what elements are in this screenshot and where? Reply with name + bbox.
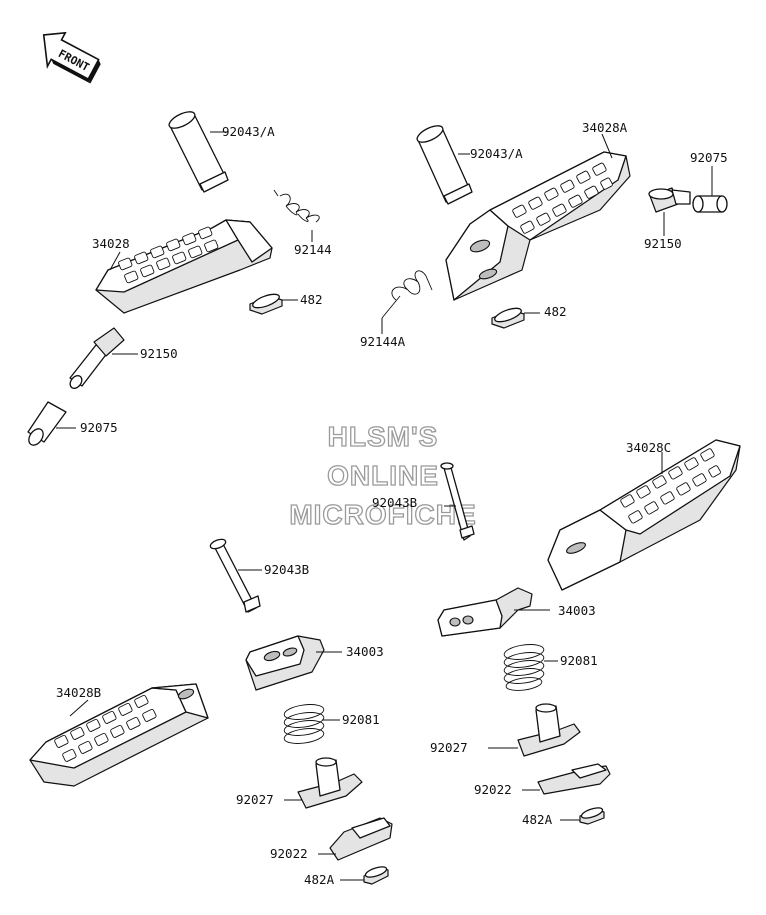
label-92027-right: 92027 xyxy=(430,740,468,755)
label-34028a: 34028A xyxy=(582,120,628,135)
label-34028b: 34028B xyxy=(56,685,101,700)
pin-92043a-right xyxy=(416,125,473,205)
label-92150-left: 92150 xyxy=(140,346,178,361)
label-92075-right: 92075 xyxy=(690,150,728,165)
label-482-left: 482 xyxy=(300,292,323,307)
grip-pattern-34028 xyxy=(118,226,219,284)
spring-92144 xyxy=(273,189,320,223)
grip-pattern-34028c xyxy=(620,448,721,524)
spring-92081-left xyxy=(283,704,325,744)
cap-92075-left xyxy=(27,401,67,446)
watermark-line-1: HLSM'S xyxy=(328,421,439,452)
cap-92075-right xyxy=(692,195,728,213)
footpeg-34028b xyxy=(29,683,209,787)
footpeg-34028a xyxy=(445,151,631,301)
label-34028c: 34028C xyxy=(626,440,671,455)
grip-pattern-34028a xyxy=(512,162,613,234)
label-34003-left: 34003 xyxy=(346,644,384,659)
plate-92027-left xyxy=(297,757,363,809)
washer-482-right xyxy=(491,307,525,329)
washer-482a-right xyxy=(579,807,605,825)
label-92081-right: 92081 xyxy=(560,653,598,668)
footpeg-34028 xyxy=(95,219,273,314)
label-92043b-left: 92043B xyxy=(264,562,309,577)
washer-482a-left xyxy=(363,866,389,885)
part-labels: 92043/A 92043/A 34028A 92075 92144 34028… xyxy=(56,120,728,887)
label-92144a: 92144A xyxy=(360,334,406,349)
label-34028: 34028 xyxy=(92,236,130,251)
watermark-line-2: ONLINE xyxy=(327,460,439,491)
label-92043b-right: 92043B xyxy=(372,495,417,510)
leader-lines xyxy=(56,131,713,881)
bracket-34003-left xyxy=(245,635,325,691)
label-92150-right: 92150 xyxy=(644,236,682,251)
label-92022-right: 92022 xyxy=(474,782,512,797)
label-34003-right: 34003 xyxy=(558,603,596,618)
watermark-line-3: MICROFICHE xyxy=(289,499,476,530)
plate-92022-left xyxy=(329,817,393,861)
bracket-34003-right xyxy=(437,587,533,637)
front-arrow-badge: FRONT xyxy=(42,31,101,84)
pin-92043a-left xyxy=(168,111,229,193)
label-92043a-left: 92043/A xyxy=(222,124,275,139)
watermark: HLSM'S ONLINE MICROFICHE xyxy=(289,420,477,530)
bolt-92150-right xyxy=(648,187,691,213)
pin-92043b-right xyxy=(440,462,475,541)
washer-482-left xyxy=(249,293,283,315)
spring-92144a xyxy=(381,270,433,319)
label-92081-left: 92081 xyxy=(342,712,380,727)
pin-92043b-left xyxy=(209,538,261,613)
label-92075-left: 92075 xyxy=(80,420,118,435)
label-92022-left: 92022 xyxy=(270,846,308,861)
label-482a-left: 482A xyxy=(304,872,335,887)
plate-92022-right xyxy=(537,763,611,795)
label-482-right: 482 xyxy=(544,304,567,319)
spring-92081-right xyxy=(503,644,545,691)
grip-pattern-34028b xyxy=(54,694,157,762)
plate-92027-right xyxy=(517,703,581,757)
footpeg-34028c xyxy=(547,439,741,591)
label-92027-left: 92027 xyxy=(236,792,274,807)
label-482a-right: 482A xyxy=(522,812,553,827)
label-92043a-right: 92043/A xyxy=(470,146,523,161)
bolt-92150-left xyxy=(69,327,125,389)
label-92144: 92144 xyxy=(294,242,332,257)
